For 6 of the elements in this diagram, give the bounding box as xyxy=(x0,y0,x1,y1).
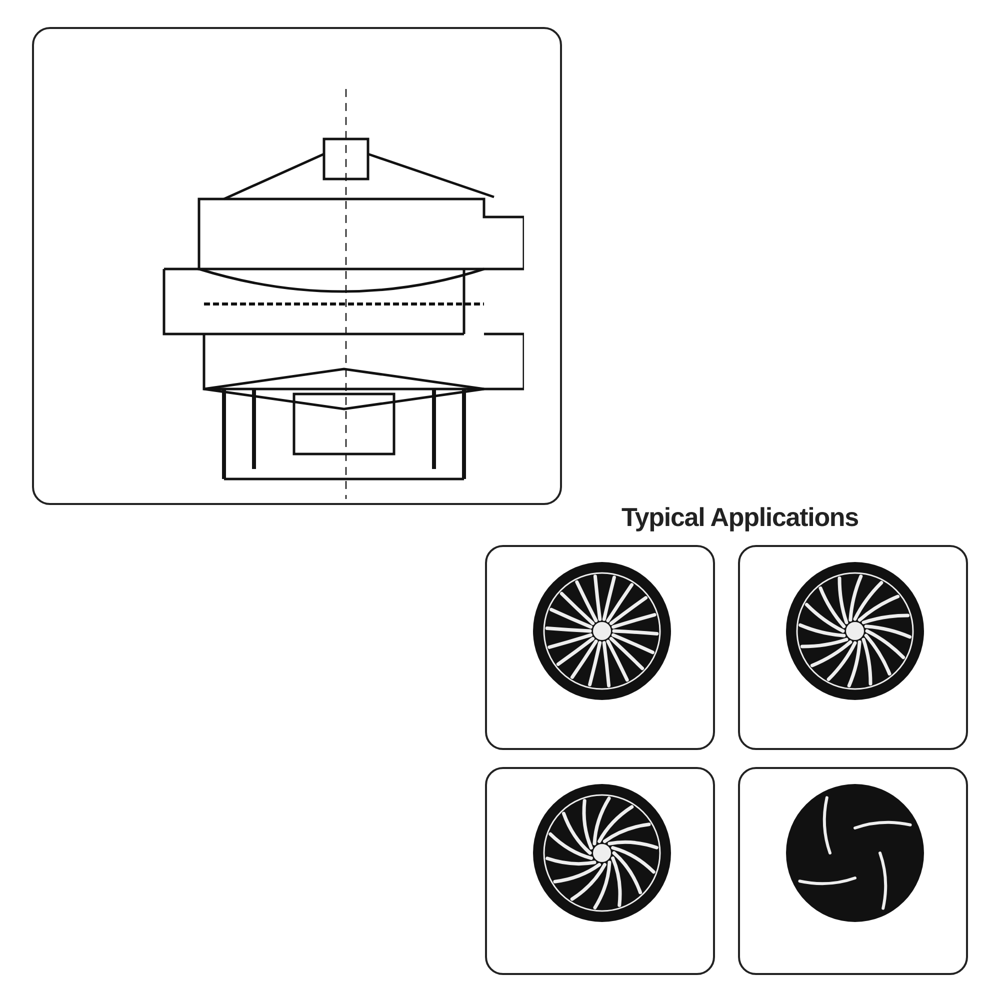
application-card xyxy=(738,545,968,750)
application-card xyxy=(738,767,968,975)
application-card xyxy=(485,545,715,750)
section-title: Typical Applications xyxy=(620,501,860,534)
application-card xyxy=(485,767,715,975)
diagram-frame xyxy=(32,27,562,505)
